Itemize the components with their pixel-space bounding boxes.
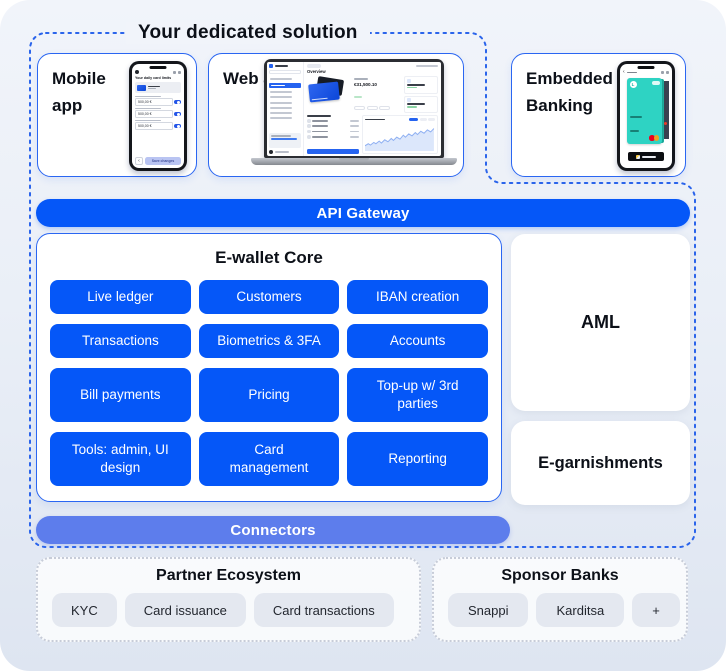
module-card-management: Card management (198, 432, 340, 486)
avatar-icon (135, 70, 139, 74)
bank-karditsa: Karditsa (536, 593, 625, 627)
info-icon (661, 71, 664, 74)
bank-snappi: Snappi (448, 593, 529, 627)
toggle-icon (174, 124, 181, 129)
module-iban-creation: IBAN creation (347, 280, 488, 314)
embedded-phone-screen: ‹ L (620, 64, 672, 168)
field-label-bar (135, 107, 161, 110)
module-bill-payments: Bill payments (50, 368, 191, 422)
line-chart (365, 128, 435, 151)
dashboard-search (269, 70, 301, 74)
module-pricing: Pricing (198, 368, 340, 422)
limit-field: 500,00 € (135, 107, 181, 119)
dashboard-page-title: Overview (307, 69, 326, 74)
back-button: ‹ (135, 157, 143, 165)
mini-card-icon (137, 84, 146, 91)
navy-card (662, 81, 669, 139)
save-changes-button: Save changes (145, 157, 181, 165)
partner-card-transactions: Card transactions (253, 593, 394, 627)
dedicated-solution-title: Your dedicated solution (126, 22, 370, 44)
balance-amount: €31,500.10 (354, 81, 377, 87)
close-icon (178, 70, 181, 74)
positive-change-chip (354, 95, 362, 99)
card-text-lines (148, 85, 160, 91)
card-logo: L (629, 80, 637, 88)
embedded-banking-card: Embedded Banking ‹ L (511, 53, 686, 177)
limit-input: 500,00 € (135, 98, 173, 107)
sidebar-user-row (269, 150, 301, 154)
phone-notch (637, 65, 655, 69)
connectors-bar: Connectors (36, 516, 510, 544)
balance-chart (362, 115, 438, 154)
settings-icon (173, 70, 176, 74)
toggle-icon (174, 100, 181, 105)
quick-action-buttons (354, 105, 401, 110)
module-tools-admin-ui-design: Tools: admin, UI design (50, 432, 191, 486)
balance-block: €31,500.10 (354, 76, 401, 113)
blue-card-graphic (308, 81, 340, 103)
ewallet-core-panel: E-wallet Core Live ledger Customers IBAN… (36, 233, 502, 502)
aml-card: AML (511, 234, 690, 411)
ewallet-core-title: E-wallet Core (215, 248, 323, 267)
view-all-transactions-button (307, 149, 359, 154)
sponsor-banks-box: Sponsor Banks Snappi Karditsa + (432, 557, 688, 642)
api-gateway-bar: API Gateway (36, 199, 690, 227)
module-customers: Customers (198, 280, 340, 314)
module-reporting: Reporting (347, 432, 488, 486)
close-icon (666, 71, 669, 74)
mobile-app-card: Mobile app Your daily card limits (37, 53, 197, 177)
card-stack: L (623, 78, 669, 146)
module-top-up-3rd-parties: Top-up w/ 3rd parties (347, 368, 488, 422)
partner-card-issuance: Card issuance (124, 593, 246, 627)
mobile-screen-title: Your daily card limits (135, 76, 172, 80)
dashboard-main: Overview €31,500.10 (304, 62, 441, 156)
embedded-screen-header: ‹ (623, 70, 669, 75)
field-label-bar (135, 95, 161, 98)
ewallet-core-modules: Live ledger Customers IBAN creation Tran… (37, 268, 501, 486)
partner-ecosystem-box: Partner Ecosystem KYC Card issuance Card… (36, 557, 421, 642)
sidebar-promo-box (269, 133, 301, 148)
web-app-laptop-mockup: Overview €31,500.10 (251, 59, 457, 165)
bank-add-more: + (632, 593, 680, 627)
virtual-card-row (135, 82, 181, 93)
web-app-card: Web app (208, 53, 464, 177)
add-to-wallet-button (628, 152, 664, 161)
bank-cards-graphic (307, 76, 351, 113)
laptop-screen: Overview €31,500.10 (264, 59, 444, 158)
egarnishments-card: E-garnishments (511, 421, 690, 505)
limit-field: 500,00 € (135, 119, 181, 131)
teal-card: L (627, 78, 662, 144)
dashboard-logo (269, 64, 301, 68)
toggle-icon (174, 112, 181, 117)
mobile-screen-header (135, 70, 181, 74)
laptop-base (251, 158, 457, 165)
mobile-phone-screen: Your daily card limits 500,00 € 500,00 € (132, 64, 184, 168)
stat-cards (404, 76, 438, 113)
sidebar-active-item (269, 83, 301, 89)
limit-field: 500,00 € (135, 95, 181, 107)
mastercard-icon (649, 135, 659, 141)
module-live-ledger: Live ledger (50, 280, 191, 314)
partner-ecosystem-title: Partner Ecosystem (156, 567, 301, 584)
sponsor-banks-title: Sponsor Banks (501, 567, 619, 584)
phone-notch (149, 65, 167, 69)
mobile-phone-mockup: Your daily card limits 500,00 € 500,00 € (129, 61, 187, 171)
dashboard-sidebar (267, 62, 304, 156)
hide-chip (651, 81, 660, 85)
module-biometrics-3fa: Biometrics & 3FA (198, 324, 340, 358)
limit-input: 500,00 € (135, 110, 173, 119)
partner-kyc: KYC (52, 593, 117, 627)
limit-input: 500,00 € (135, 122, 173, 131)
embedded-banking-label: Embedded Banking (526, 69, 613, 116)
module-transactions: Transactions (50, 324, 191, 358)
mobile-app-label: Mobile app (52, 69, 106, 116)
back-icon: ‹ (623, 69, 625, 75)
embedded-phone-mockup: ‹ L (617, 61, 675, 171)
module-accounts: Accounts (347, 324, 488, 358)
field-label-bar (135, 119, 161, 122)
transactions-list (307, 115, 359, 154)
